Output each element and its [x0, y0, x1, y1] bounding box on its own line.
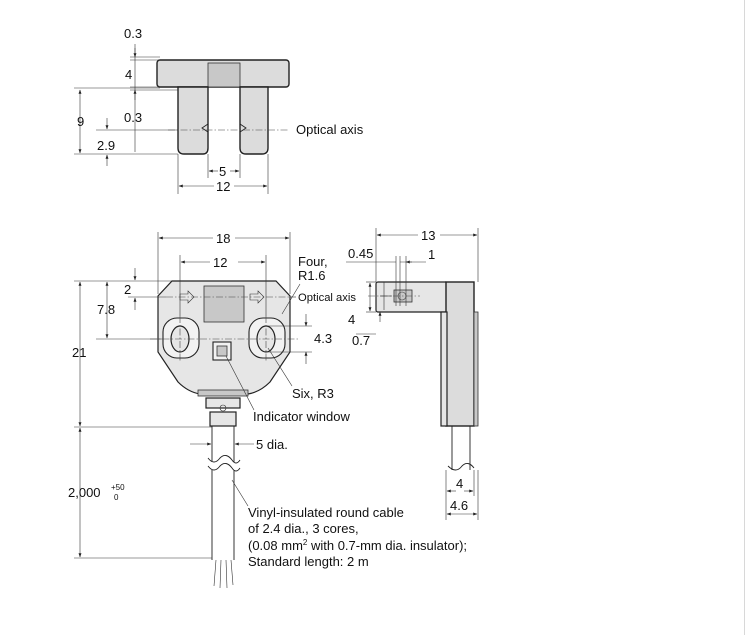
front-view-four-radius-line2: R1.6	[298, 268, 325, 283]
top-view-optical-axis-label: Optical axis	[296, 122, 364, 137]
front-view-cable-length-plus: +50	[111, 483, 125, 492]
side-view-dim-13: 13	[421, 228, 435, 243]
side-view-dim-4.6: 4.6	[450, 498, 468, 513]
front-view-lower-slot	[197, 389, 249, 397]
front-view-dim-18: 18	[216, 231, 230, 246]
front-view-cable-upper	[211, 426, 235, 462]
front-view-indicator-window-label: Indicator window	[253, 409, 350, 424]
front-view-cable-wires	[213, 559, 234, 589]
front-view-dim-7.8: 7.8	[97, 302, 115, 317]
side-view-dim-4: 4	[348, 312, 355, 327]
top-view-dim-12: 12	[216, 179, 230, 194]
cable-note-line1: Vinyl-insulated round cable	[248, 505, 404, 520]
side-view: 13 0.45 1 4 0.7 4 4.6	[346, 228, 479, 520]
front-view: 18 12 2 7.8 21 2,000 +50 0 4.3 Four, R1.…	[68, 231, 467, 589]
front-view-six-radius: Six, R3	[292, 386, 334, 401]
front-view-cable-length: 2,000	[68, 485, 101, 500]
front-view-cable-lower	[211, 470, 235, 560]
side-view-body	[445, 281, 475, 427]
front-view-cable-neck	[209, 411, 237, 427]
top-view-left-prong	[177, 86, 209, 155]
top-view-dim-0.3-upper: 0.3	[124, 26, 142, 41]
front-view-optical-axis-small: Optical axis	[298, 292, 357, 304]
front-view-left-arrow-icon	[179, 290, 195, 304]
page-right-border	[744, 0, 745, 635]
cable-note-line4: Standard length: 2 m	[248, 554, 369, 569]
front-view-dim-2: 2	[124, 282, 131, 297]
top-view-left-notch	[201, 123, 209, 133]
front-view-cable-length-minus: 0	[114, 493, 119, 502]
cable-note-line3: (0.08 mm2 with 0.7-mm dia. insulator);	[248, 538, 467, 553]
top-view-dim-0.3-lower: 0.3	[124, 110, 142, 125]
front-view-dim-4.3: 4.3	[314, 331, 332, 346]
top-view-center-block	[207, 62, 241, 88]
side-view-dim-1: 1	[428, 247, 435, 262]
front-view-four-radius-line1: Four,	[298, 254, 328, 269]
top-view-dim-5: 5	[219, 164, 226, 179]
top-view-dim-9: 9	[77, 114, 84, 129]
top-view: 0.3 4 0.3 9 2.9 5 12 Optical axis	[74, 26, 364, 194]
side-view-cable	[451, 426, 471, 470]
top-view-right-notch	[239, 123, 247, 133]
top-view-dim-4: 4	[125, 67, 132, 82]
side-view-dim-0.7: 0.7	[352, 333, 370, 348]
front-view-dim-21: 21	[72, 345, 86, 360]
top-view-right-prong	[239, 86, 269, 155]
top-view-dim-2.9: 2.9	[97, 138, 115, 153]
front-view-dim-12: 12	[213, 255, 227, 270]
side-view-dim-0.45: 0.45	[348, 246, 373, 261]
front-view-right-arrow-icon	[249, 290, 265, 304]
front-view-top-window	[203, 285, 245, 323]
side-view-dim-4-bottom: 4	[456, 476, 463, 491]
front-view-cable-dia: 5 dia.	[256, 437, 288, 452]
cable-note-line2: of 2.4 dia., 3 cores,	[248, 521, 359, 536]
